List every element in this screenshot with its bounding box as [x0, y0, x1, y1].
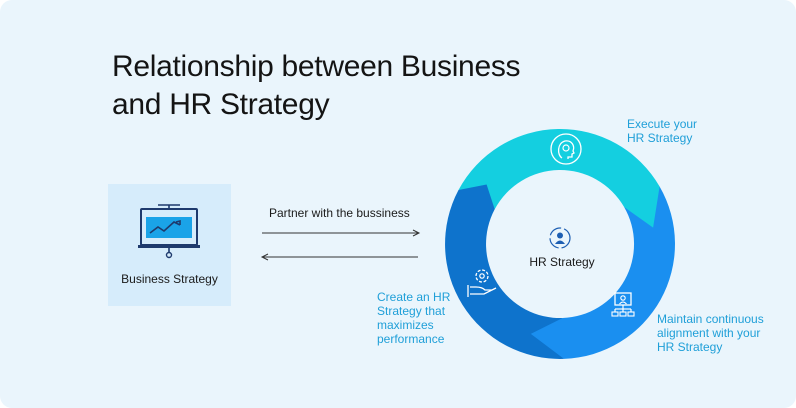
partner-label: Partner with the bussiness [269, 206, 410, 220]
step-maintain-line-1: Maintain continuous [657, 312, 764, 326]
org-chart-icon [611, 292, 635, 317]
presentation-board-icon [138, 204, 200, 259]
page-title: Relationship between Business and HR Str… [112, 48, 572, 124]
step-create-line-1: Create an HR [377, 290, 451, 304]
hr-strategy-label: HR Strategy [529, 255, 595, 269]
hr-strategy-cycle [445, 129, 675, 359]
partner-arrows [260, 229, 421, 261]
step-create-line-4: performance [377, 332, 445, 346]
hand-gear-icon [467, 269, 497, 297]
business-strategy-box: Business Strategy [108, 184, 231, 306]
title-line-2: and HR Strategy [112, 88, 330, 121]
step-maintain-line-2: alignment with your [657, 326, 761, 340]
cycle-segment-execute [458, 129, 660, 228]
cycle-segment-create [445, 173, 564, 359]
people-cycle-icon [549, 227, 571, 249]
step-execute-line-2: HR Strategy [627, 131, 693, 145]
step-execute-caption: Execute your HR Strategy [627, 117, 697, 145]
step-execute-line-1: Execute your [627, 117, 698, 131]
step-create-line-2: Strategy that [377, 304, 446, 318]
step-create-line-3: maximizes [377, 318, 434, 332]
step-maintain-caption: Maintain continuous alignment with your … [657, 312, 764, 354]
title-line-1: Relationship between Business [112, 50, 521, 83]
head-gear-icon [550, 133, 582, 165]
step-maintain-line-3: HR Strategy [657, 340, 723, 354]
step-create-caption: Create an HR Strategy that maximizes per… [377, 290, 450, 346]
business-strategy-label: Business Strategy [121, 272, 218, 286]
cycle-segment-maintain [530, 186, 675, 359]
